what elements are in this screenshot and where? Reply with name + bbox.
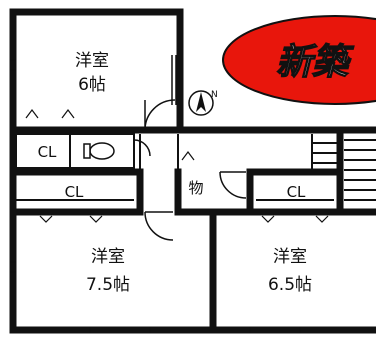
compass-arrow-icon <box>196 92 206 112</box>
compass-letter: N <box>211 90 218 100</box>
room-a-label-line2: 6帖 <box>78 75 106 95</box>
room-b-label-line1: 洋室 <box>91 247 125 267</box>
badge-ellipse <box>222 15 376 105</box>
closet-top-left-label: CL <box>38 143 57 161</box>
room-b-label-line2: 7.5帖 <box>86 275 130 295</box>
storage-label: 物 <box>188 179 203 197</box>
closet-middle-left-label: CL <box>65 183 84 201</box>
compass: N <box>188 90 218 116</box>
toilet-fixture <box>83 142 115 160</box>
walls <box>9 8 376 334</box>
windows <box>10 55 301 333</box>
closet-markers <box>25 109 329 223</box>
doors <box>133 99 247 241</box>
badge-text: 新築 <box>276 41 355 83</box>
room-a-label-line1: 洋室 <box>75 51 109 71</box>
room-c-label-line1: 洋室 <box>273 247 307 267</box>
room-c-label-line2: 6.5帖 <box>268 275 312 295</box>
inner-lines <box>15 133 376 201</box>
closet-right-label: CL <box>287 183 306 201</box>
new-construction-badge: 新築 <box>222 15 376 105</box>
